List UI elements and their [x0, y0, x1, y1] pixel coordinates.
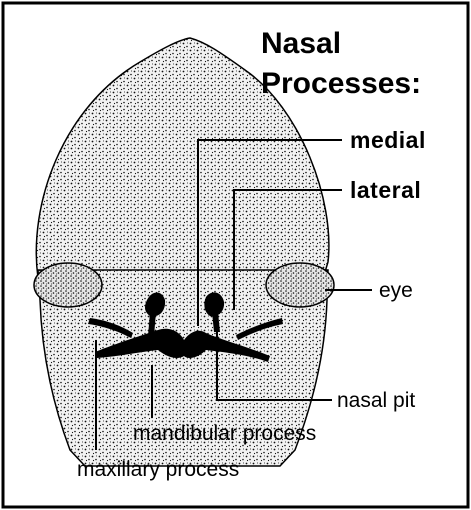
right-eye [266, 263, 334, 307]
title-line-1: Nasal [261, 27, 341, 60]
label-maxillary-process: maxillary process [77, 458, 239, 481]
label-eye: eye [379, 279, 413, 302]
left-eye [34, 263, 102, 307]
label-medial: medial [350, 127, 426, 153]
label-mandibular-process: mandibular process [133, 422, 316, 445]
label-nasal-pit: nasal pit [337, 389, 415, 412]
label-lateral: lateral [350, 177, 421, 203]
title-line-2: Processes: [261, 67, 421, 100]
